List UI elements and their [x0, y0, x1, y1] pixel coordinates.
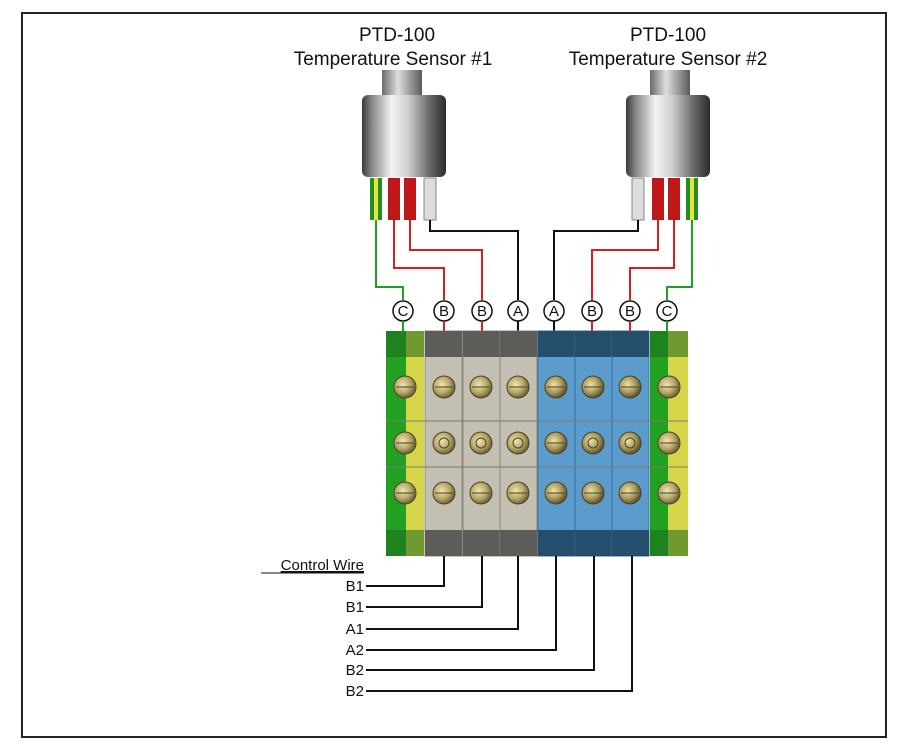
sensor1-model: PTD-100	[359, 25, 435, 46]
sensor2-model: PTD-100	[630, 25, 706, 46]
terminal-label-b2: B	[471, 300, 493, 322]
terminal-block	[386, 330, 688, 557]
terminal-label-a2: A	[543, 300, 565, 322]
control-wire-label-5: B2	[346, 662, 364, 679]
control-wires	[366, 556, 633, 692]
sensor1-connector	[362, 70, 446, 177]
sensor2-connector	[626, 70, 710, 177]
terminal-label-b4: B	[619, 300, 641, 322]
svg-text:B: B	[439, 303, 449, 320]
terminal-label-a1: A	[507, 300, 529, 322]
terminal-drops	[402, 321, 668, 331]
svg-text:B: B	[587, 303, 597, 320]
terminal-labels: C B B A A B B C	[392, 300, 678, 322]
sensor2-name: Temperature Sensor #2	[569, 49, 768, 70]
sensor2-wire-stubs	[631, 177, 698, 221]
control-wire-heading: Control Wire	[281, 557, 364, 574]
terminal-label-b3: B	[581, 300, 603, 322]
svg-text:B: B	[477, 303, 487, 320]
control-wire-label-6: B2	[346, 683, 364, 700]
svg-text:B: B	[625, 303, 635, 320]
terminal-label-b1: B	[433, 300, 455, 322]
control-wire-label-4: A2	[346, 642, 364, 659]
sensor1-wire-stubs	[370, 177, 437, 221]
terminal-label-c1: C	[392, 300, 414, 322]
svg-text:C: C	[398, 303, 409, 320]
sensor1-name: Temperature Sensor #1	[294, 49, 493, 70]
svg-text:A: A	[549, 303, 559, 320]
sensor2-wires	[553, 220, 693, 300]
terminal-screws	[393, 375, 681, 505]
svg-text:C: C	[662, 303, 673, 320]
sensor1-wires	[375, 220, 519, 300]
diagram-border	[21, 12, 887, 738]
control-wire-label-2: B1	[346, 599, 364, 616]
control-wire-label-1: B1	[346, 578, 364, 595]
control-wire-label-3: A1	[346, 621, 364, 638]
terminal-label-c2: C	[656, 300, 678, 322]
svg-text:A: A	[513, 303, 523, 320]
